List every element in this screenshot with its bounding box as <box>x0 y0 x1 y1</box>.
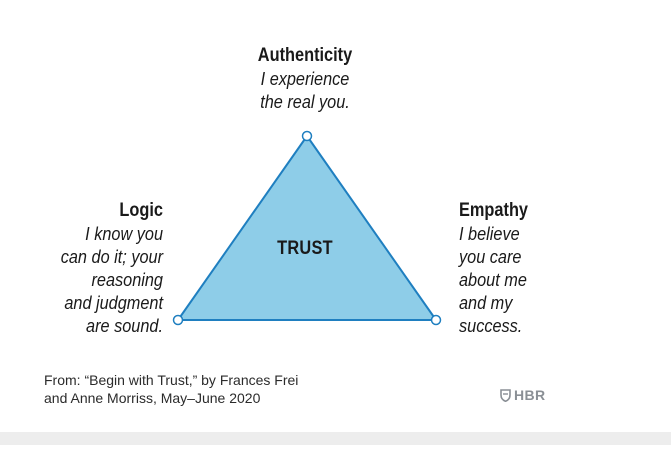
hbr-logo: HBR <box>500 387 546 403</box>
empathy-desc-line: about me <box>459 269 527 290</box>
trust-center-label: TRUST <box>277 238 333 259</box>
source-citation: From: “Begin with Trust,” by Frances Fre… <box>44 371 298 407</box>
logic-title: Logic <box>119 200 163 221</box>
authenticity-label: Authenticity I experience the real you. <box>205 44 405 113</box>
authenticity-desc-line: I experience <box>260 68 350 89</box>
vertex-logic <box>172 314 184 326</box>
trust-triangle <box>177 135 437 321</box>
source-line: and Anne Morriss, May–June 2020 <box>44 390 261 406</box>
logic-desc-line: are sound. <box>86 315 163 336</box>
bottom-strip <box>0 432 671 445</box>
vertex-empathy <box>430 314 442 326</box>
empathy-title: Empathy <box>459 200 529 221</box>
empathy-desc-line: I believe <box>459 223 520 244</box>
logic-label: Logic I know you can do it; your reasoni… <box>20 199 163 337</box>
empathy-desc-line: and my <box>459 292 513 313</box>
hbr-logo-text: HBR <box>514 387 546 403</box>
logic-desc-line: and judgment <box>64 292 163 313</box>
source-line: From: “Begin with Trust,” by Frances Fre… <box>44 372 299 388</box>
logic-desc-line: reasoning <box>91 269 163 290</box>
empathy-desc-line: success. <box>459 315 523 336</box>
vertex-authenticity <box>301 130 313 142</box>
authenticity-desc-line: the real you. <box>260 91 350 112</box>
logic-desc-line: can do it; your <box>60 246 163 267</box>
empathy-desc-line: you care <box>459 246 522 267</box>
logic-desc-line: I know you <box>85 223 163 244</box>
authenticity-title: Authenticity <box>257 45 353 66</box>
empathy-label: Empathy I believe you care about me and … <box>459 199 619 337</box>
shield-icon <box>500 388 511 402</box>
